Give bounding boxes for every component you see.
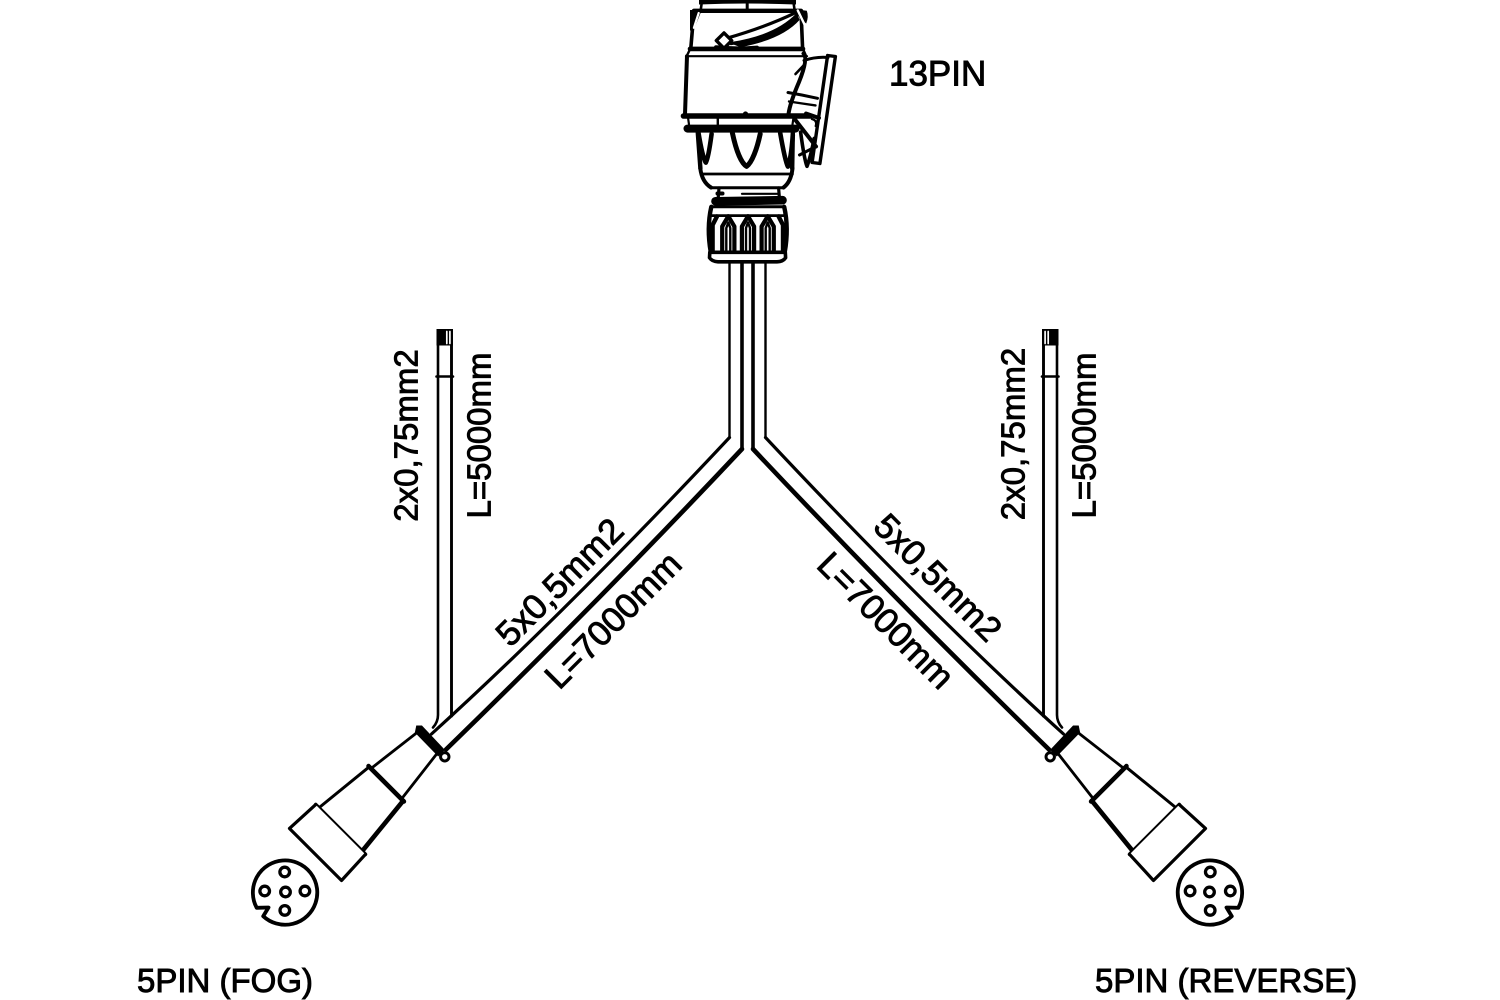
svg-text:5PIN (FOG): 5PIN (FOG) — [137, 962, 313, 999]
svg-text:L=5000mm: L=5000mm — [1066, 352, 1103, 518]
svg-text:2x0,75mm2: 2x0,75mm2 — [995, 348, 1032, 520]
svg-text:13PIN: 13PIN — [889, 55, 986, 94]
svg-text:L=5000mm: L=5000mm — [461, 352, 498, 518]
svg-text:5PIN (REVERSE): 5PIN (REVERSE) — [1095, 962, 1357, 999]
svg-text:2x0,75mm2: 2x0,75mm2 — [388, 349, 425, 521]
